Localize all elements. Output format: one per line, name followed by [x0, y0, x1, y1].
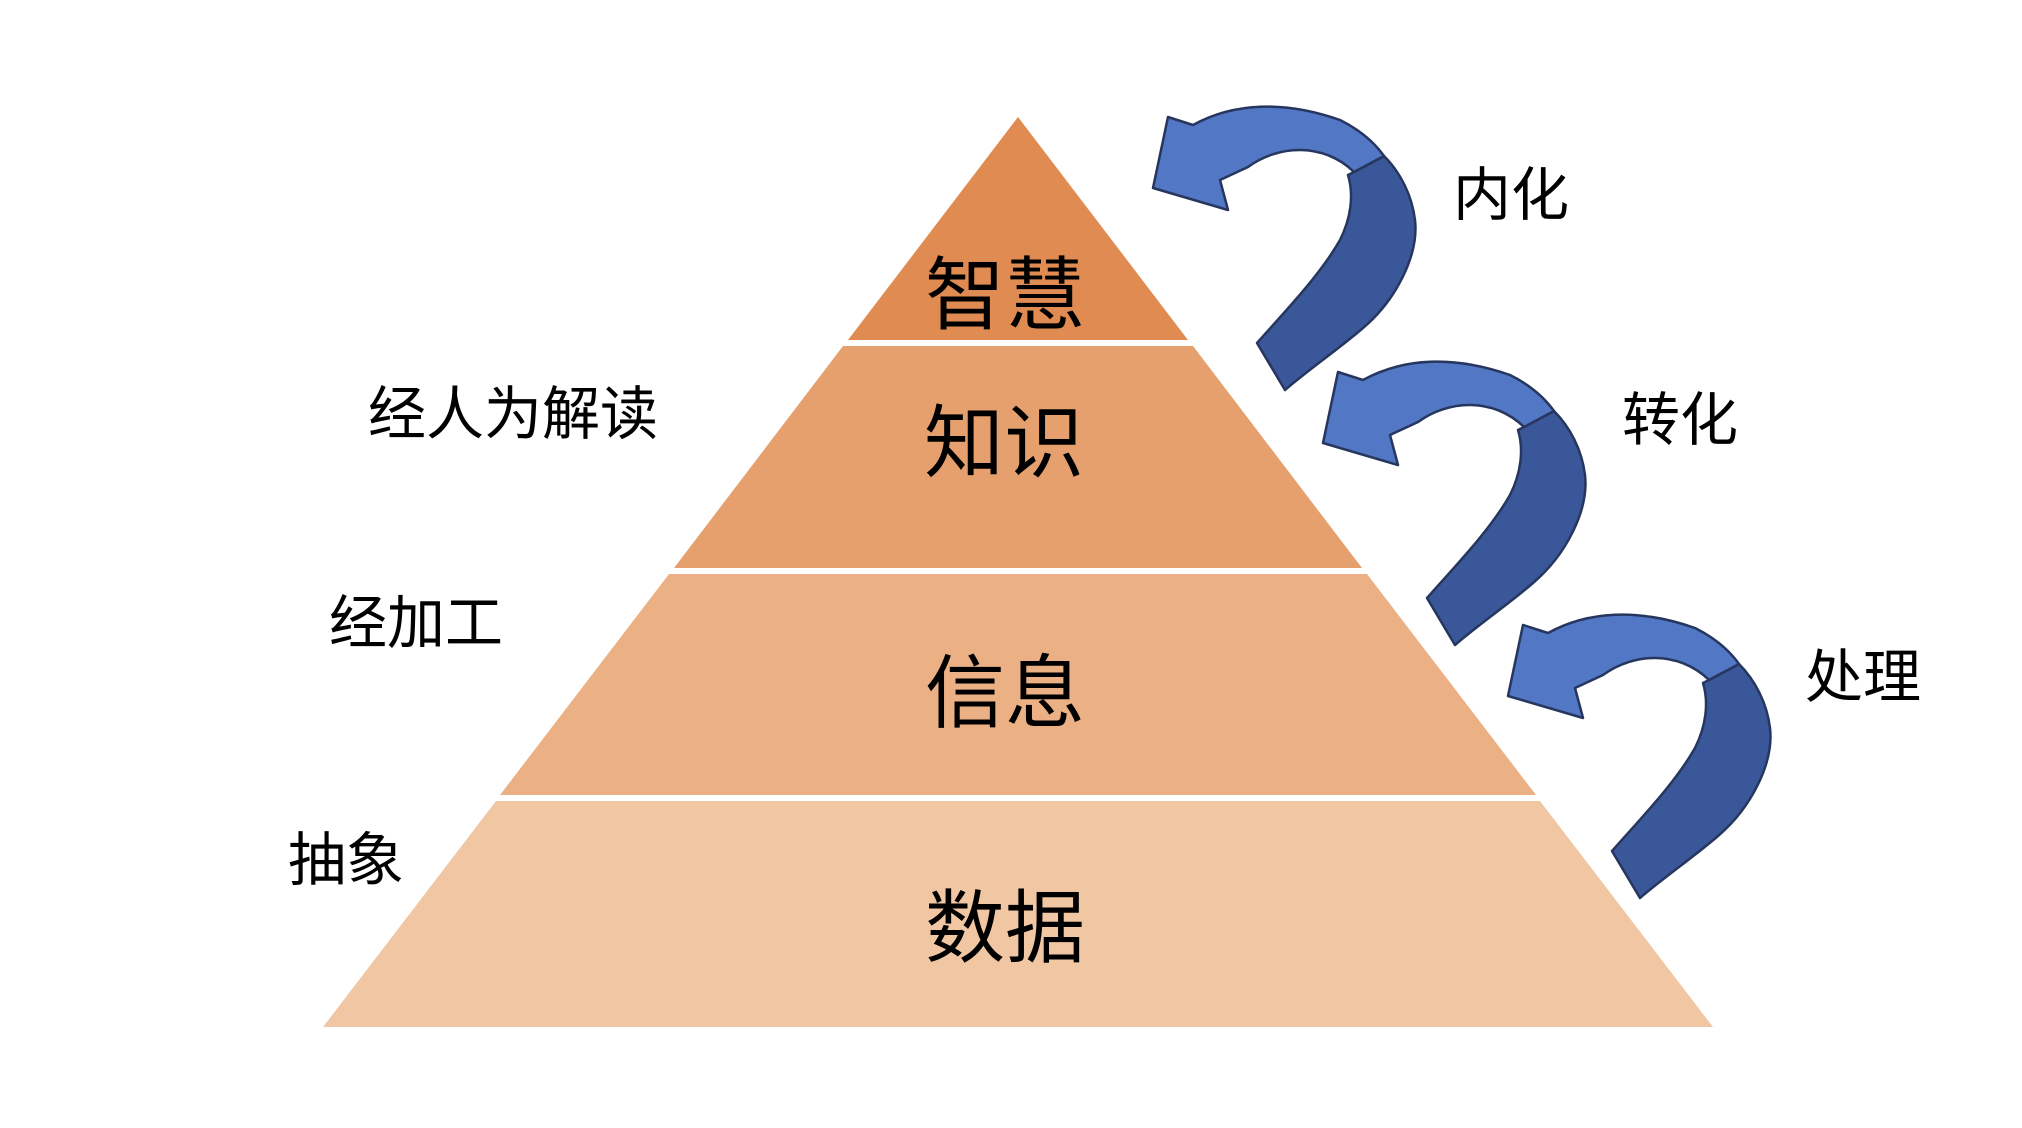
right-label-internalization: 内化	[1452, 163, 1570, 228]
pyramid-level-data	[323, 801, 1713, 1027]
pyramid-level-information	[500, 574, 1536, 795]
pyramid-level-wisdom	[848, 117, 1188, 340]
pyramid-level-knowledge	[674, 346, 1362, 568]
level-label-data: 数据	[925, 884, 1085, 973]
level-label-wisdom: 智慧	[925, 251, 1085, 340]
left-label-processed: 经加工	[328, 591, 504, 656]
cycle-arrow-internalization	[1151, 105, 1417, 392]
right-label-processing: 处理	[1804, 645, 1922, 710]
right-label-transformation: 转化	[1621, 388, 1739, 453]
cycle-arrow-processing	[1506, 613, 1772, 900]
level-label-information: 信息	[925, 649, 1085, 738]
left-label-interpreted-by-humans: 经人为解读	[367, 382, 659, 447]
level-label-knowledge: 知识	[924, 399, 1084, 488]
left-label-abstraction: 抽象	[287, 828, 405, 893]
cycle-arrow-transformation	[1321, 360, 1587, 647]
